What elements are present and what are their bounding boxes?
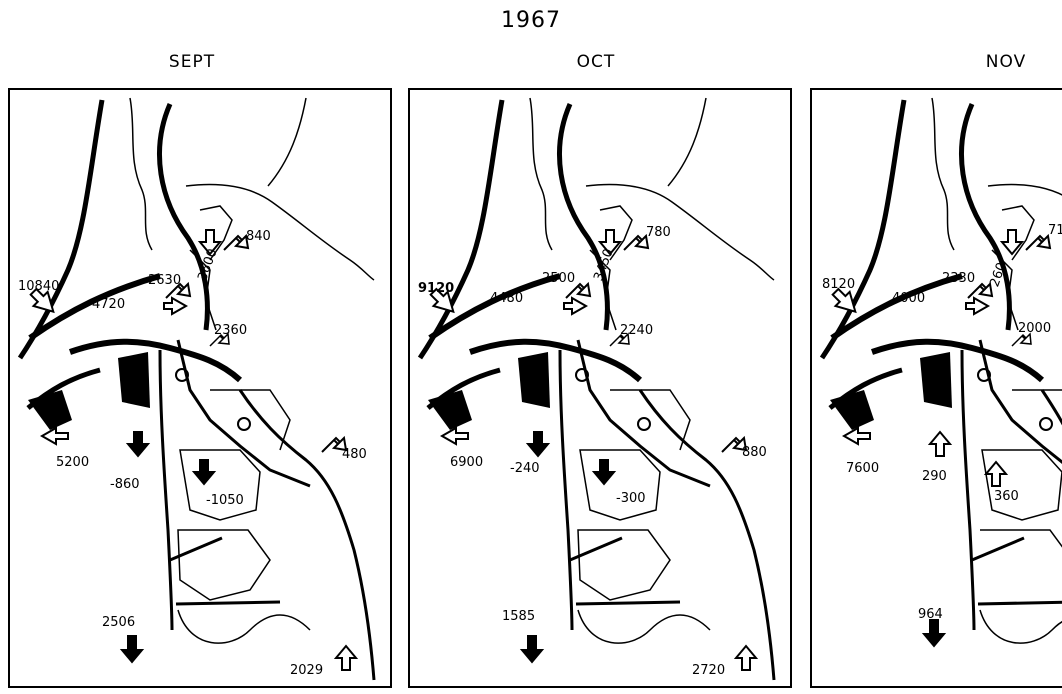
- flow-label: 2500: [542, 271, 575, 286]
- map-year-title: 1967: [501, 8, 561, 33]
- flow-label: -300: [616, 491, 646, 506]
- flow-label: 4720: [92, 297, 125, 312]
- black-land-mass: [28, 390, 72, 430]
- flow-label: 2000: [1018, 321, 1051, 336]
- flow-label: 10840: [18, 279, 59, 294]
- flow-label: 7600: [846, 461, 879, 476]
- map-panel-oct: 9120 4480 2500 3450 780 2240 880 6900 -2…: [408, 88, 792, 688]
- flow-label: 2029: [290, 663, 323, 678]
- main-river: [69, 338, 243, 383]
- flow-label: 3600: [195, 247, 220, 283]
- map-oct: 9120 4480 2500 3450 780 2240 880 6900 -2…: [417, 97, 776, 681]
- map-nov: 8120 4000 2330 260 71 2000 7600 290 360 …: [819, 97, 1062, 648]
- flow-label: 290: [922, 469, 947, 484]
- month-title-sept: SEPT: [168, 52, 216, 72]
- flow-label: 4480: [490, 291, 523, 306]
- flow-label: 480: [342, 447, 367, 462]
- flow-label: -240: [510, 461, 540, 476]
- month-title-nov: NOV: [985, 52, 1027, 72]
- map-sept: 10840 4720 2630 3600 840 2360 480 5200 -…: [17, 97, 376, 681]
- map-panel-nov: 8120 4000 2330 260 71 2000 7600 290 360 …: [810, 88, 1062, 688]
- flow-label: -1050: [206, 493, 244, 508]
- estuary-channel: [28, 273, 161, 341]
- black-land-mass: [118, 352, 150, 408]
- month-title-oct: OCT: [576, 52, 616, 72]
- flow-label: 880: [742, 445, 767, 460]
- flow-label: 360: [994, 489, 1019, 504]
- flow-label: 840: [246, 229, 271, 244]
- flow-label: 2720: [692, 663, 725, 678]
- flow-label: 964: [918, 607, 943, 622]
- flow-label: 2240: [620, 323, 653, 338]
- flow-label: 6900: [450, 455, 483, 470]
- flow-label: 2330: [942, 271, 975, 286]
- map-panel-sept: 10840 4720 2630 3600 840 2360 480 5200 -…: [8, 88, 392, 688]
- flow-label: 2630: [148, 273, 181, 288]
- flow-label: -860: [110, 477, 140, 492]
- flow-label: 8120: [822, 277, 855, 292]
- flow-label: 780: [646, 225, 671, 240]
- flow-label: 1585: [502, 609, 535, 624]
- flow-label: 5200: [56, 455, 89, 470]
- flow-label: 9120: [418, 281, 454, 296]
- flow-label: 4000: [892, 291, 925, 306]
- flow-label: 2360: [214, 323, 247, 338]
- flow-label: 2506: [102, 615, 135, 630]
- flow-label: 71: [1048, 223, 1062, 238]
